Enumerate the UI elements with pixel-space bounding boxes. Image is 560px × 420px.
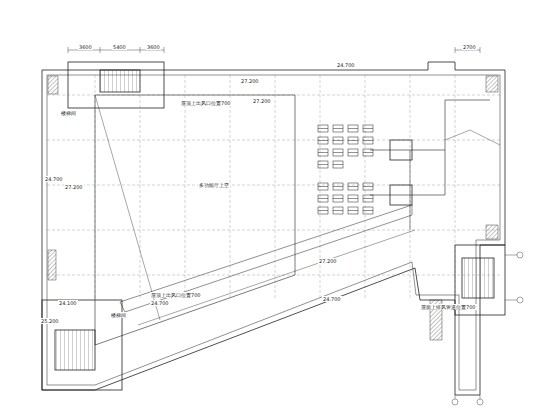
grid-line	[185, 75, 186, 300]
hvac-unit	[333, 149, 343, 156]
hvac-unit	[318, 207, 328, 214]
elevation: 24.700	[336, 62, 356, 68]
room-name: 多功能厅上空	[198, 182, 230, 188]
hvac-unit	[348, 207, 358, 214]
hvac-unit	[348, 183, 358, 190]
hvac-unit	[333, 137, 343, 144]
elevation: 24.700	[44, 176, 64, 182]
hvac-unit	[333, 195, 343, 202]
hvac-unit	[333, 183, 343, 190]
hvac-unit	[333, 207, 343, 214]
grid-line	[140, 75, 141, 300]
hvac-unit	[363, 137, 373, 144]
elevation: 27.200	[318, 258, 338, 264]
hvac-unit	[363, 149, 373, 156]
note: 屋面上排风管道位置700	[420, 304, 477, 310]
hvac-unit	[363, 207, 373, 214]
elevation: 27.200	[240, 78, 260, 84]
dimension: 2700	[462, 44, 477, 50]
elevation: 27.200	[252, 98, 272, 104]
hvac-unit	[348, 195, 358, 202]
grid-line	[365, 75, 366, 300]
hvac-unit	[348, 149, 358, 156]
grid-line	[47, 230, 500, 231]
hvac-unit	[318, 161, 328, 168]
dimension: 3600	[146, 44, 161, 50]
grid-line	[47, 95, 500, 96]
elevation: 24.700	[150, 300, 170, 306]
grid-line	[47, 275, 500, 276]
grid-line	[47, 140, 500, 141]
hvac-unit	[348, 137, 358, 144]
hvac-unit	[363, 183, 373, 190]
grid-line	[47, 185, 500, 186]
hvac-unit	[318, 183, 328, 190]
grid-line	[95, 75, 96, 300]
grid-line	[410, 75, 411, 300]
hvac-unit	[318, 149, 328, 156]
hvac-unit	[333, 161, 343, 168]
room-name: 楼梯间	[60, 110, 77, 116]
grid-line	[275, 75, 276, 300]
elevation: 25.200	[40, 318, 60, 324]
note: 屋顶上出风口位置700	[180, 100, 232, 106]
note: 屋顶上出风口位置700	[150, 292, 202, 298]
elevation: 27.200	[64, 184, 84, 190]
room-name: 楼梯间	[110, 312, 127, 318]
hvac-unit	[318, 137, 328, 144]
hvac-unit	[363, 195, 373, 202]
dimension: 3600	[78, 44, 93, 50]
hvac-unit	[318, 195, 328, 202]
elevation: 24.700	[322, 296, 342, 302]
hvac-unit	[348, 125, 358, 132]
hvac-unit	[363, 125, 373, 132]
dimension: 5400	[112, 44, 127, 50]
grid-line	[320, 75, 321, 300]
grid-line	[455, 75, 456, 300]
hvac-unit	[318, 125, 328, 132]
elevation: 24.100	[58, 300, 78, 306]
hvac-unit	[333, 125, 343, 132]
